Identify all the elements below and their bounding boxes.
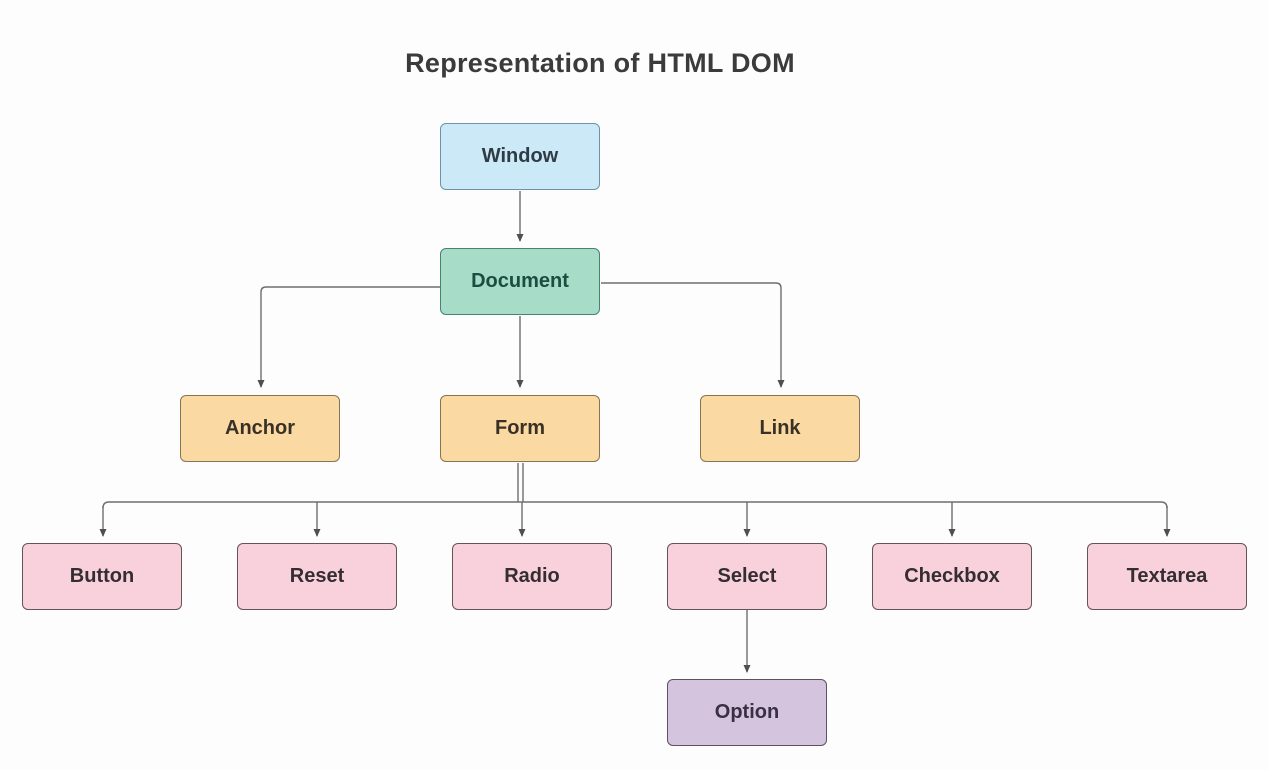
node-anchor-label: Anchor xyxy=(225,417,295,439)
node-radio: Radio xyxy=(452,543,612,610)
node-reset: Reset xyxy=(237,543,397,610)
node-textarea-label: Textarea xyxy=(1126,565,1208,587)
node-button-label: Button xyxy=(69,565,135,587)
node-link-label: Link xyxy=(759,417,801,439)
node-textarea: Textarea xyxy=(1087,543,1247,610)
node-select: Select xyxy=(667,543,827,610)
node-reset-label: Reset xyxy=(289,565,345,587)
node-form: Form xyxy=(440,395,600,462)
node-select-label: Select xyxy=(717,565,777,587)
node-radio-label: Radio xyxy=(504,565,560,587)
node-document: Document xyxy=(440,248,600,315)
node-checkbox-label: Checkbox xyxy=(904,565,1000,587)
node-window-label: Window xyxy=(481,145,559,167)
node-button: Button xyxy=(22,543,182,610)
diagram-title: Representation of HTML DOM xyxy=(405,48,795,78)
node-link: Link xyxy=(700,395,860,462)
node-window: Window xyxy=(440,123,600,190)
node-option: Option xyxy=(667,679,827,746)
node-anchor: Anchor xyxy=(180,395,340,462)
node-document-label: Document xyxy=(471,270,569,292)
node-form-label: Form xyxy=(495,417,545,439)
node-option-label: Option xyxy=(714,701,780,723)
node-checkbox: Checkbox xyxy=(872,543,1032,610)
